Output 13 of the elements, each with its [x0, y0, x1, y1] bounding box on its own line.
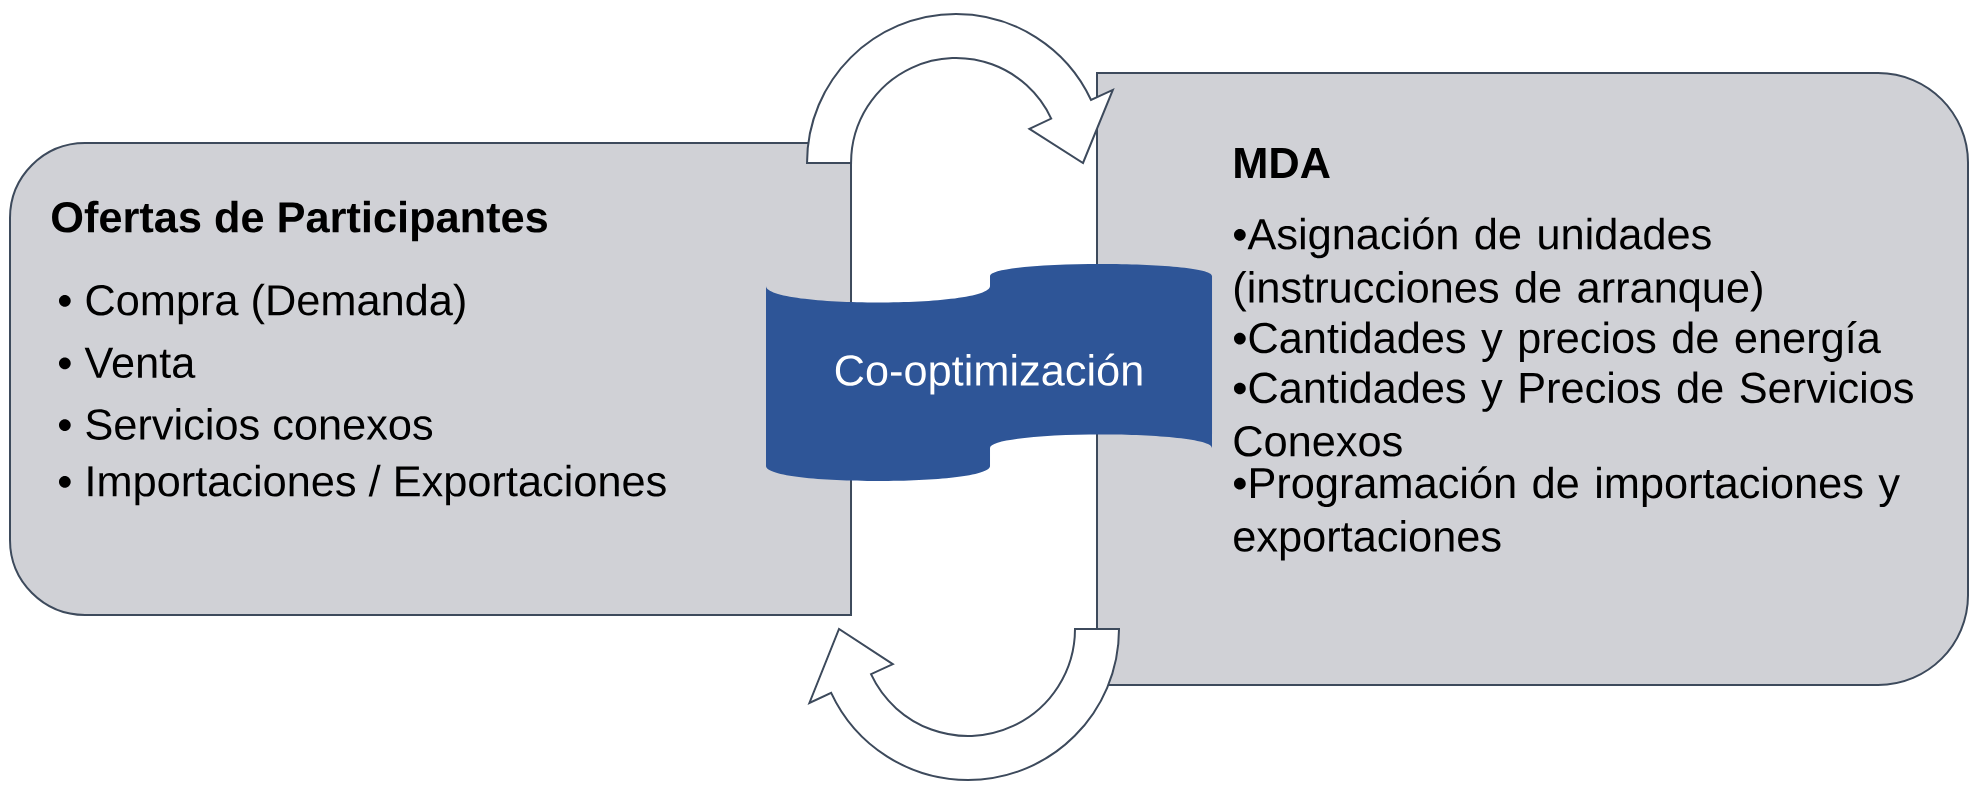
banner: Co-optimización — [766, 264, 1212, 481]
list-item: •Programación de importaciones y exportaciones — [1234, 466, 1900, 561]
list-item: •Asignación de unidades (instrucciones de arranque) — [1234, 217, 1762, 312]
heading: MDA — [1235, 148, 1330, 178]
list-item: •Cantidades y precios de energía — [1234, 321, 1881, 362]
list-item: • Importaciones / Exportaciones — [59, 464, 666, 506]
curved-arrow — [808, 628, 1120, 781]
list-item: • Venta — [59, 347, 196, 379]
heading: Ofertas de Participantes — [52, 200, 547, 242]
list-item: • Servicios conexos — [59, 408, 433, 440]
curved-arrow — [806, 13, 1114, 164]
list-item: •Cantidades y Precios de Servicios Conexos — [1234, 371, 1913, 457]
list-item: • Compra (Demanda) — [59, 283, 465, 325]
